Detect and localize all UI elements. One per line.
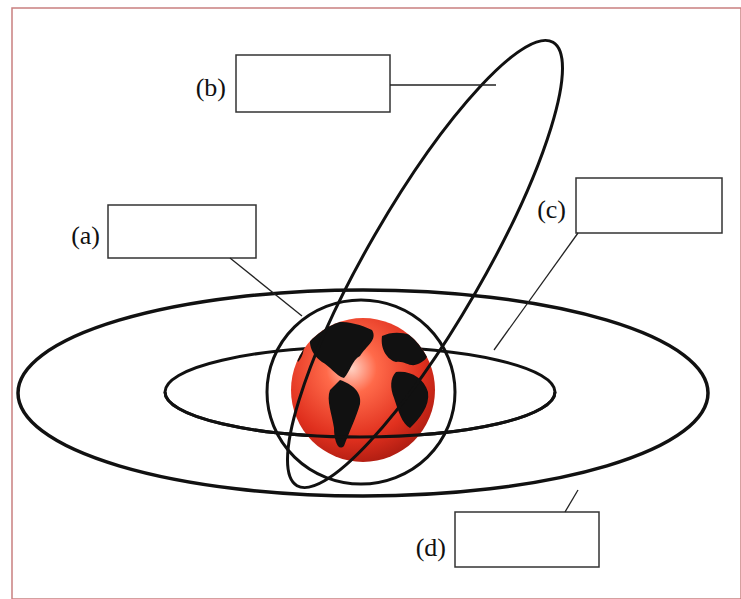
callout-letter: (d) [416, 535, 446, 561]
geostationary-orbit [18, 290, 708, 496]
answer-box [108, 205, 256, 258]
answer-box [576, 178, 722, 233]
leader-line [230, 258, 302, 316]
elliptical-orbit [247, 13, 603, 514]
leader-line [565, 490, 578, 512]
polar-orbit [267, 300, 455, 484]
callout-letter: (c) [537, 197, 566, 223]
leader-line [494, 233, 578, 350]
page-frame [12, 8, 741, 599]
answer-box [455, 512, 599, 567]
low-earth-orbit-front [165, 392, 555, 437]
callout-letter: (a) [71, 223, 100, 249]
answer-box [236, 55, 390, 112]
leader-line [390, 84, 496, 85]
callout-letter: (b) [196, 75, 226, 101]
